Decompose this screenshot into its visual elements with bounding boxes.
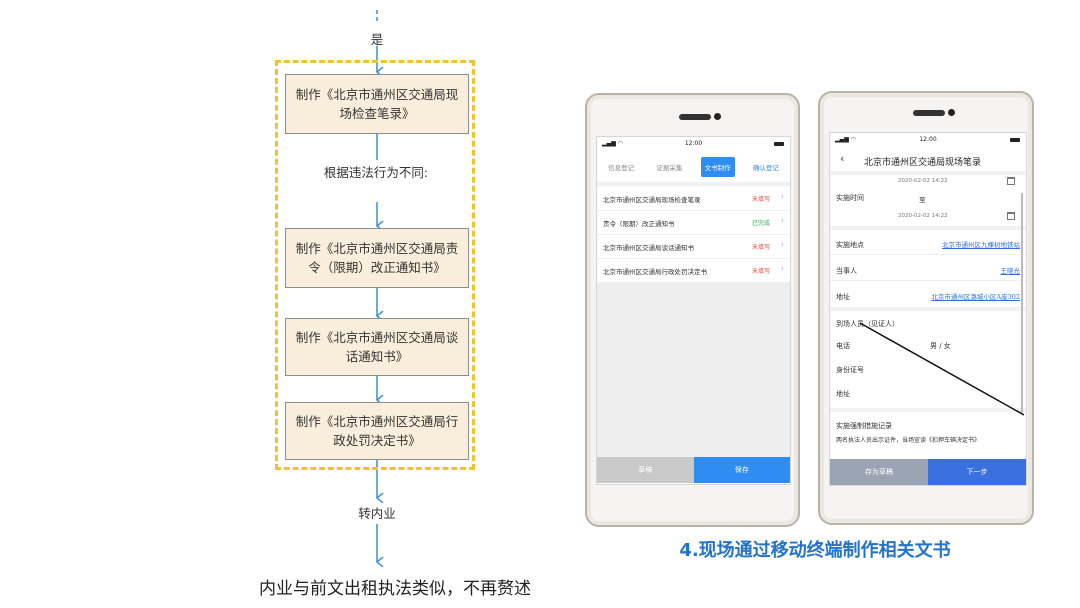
branch-label: 根据违法行为不同: [323, 165, 429, 180]
status-time: 12:00 [919, 136, 937, 143]
document-title: 责令（限期）改正通知书 [603, 220, 675, 228]
battery-icon [774, 142, 784, 146]
document-status: 未填写 [751, 268, 770, 275]
time-start: 2020-02-02 14:22 [898, 178, 948, 184]
time-to: 至 [919, 196, 926, 204]
tab-confirm[interactable]: 确认登记 [752, 164, 779, 172]
location-label: 实施地点 [836, 241, 864, 249]
step-correction-notice: 制作《北京市通州区交通局责令（限期）改正通知书》 [285, 228, 469, 288]
scrollbar[interactable] [1021, 193, 1023, 413]
yes-label: 是 [370, 32, 384, 47]
speaker-icon [913, 110, 945, 116]
address-value[interactable]: 北京市通州区潞城小区A座302 [931, 293, 1020, 301]
gender-value[interactable]: 男 / 女 [930, 342, 951, 350]
save-button[interactable]: 保存 [693, 457, 790, 483]
dashed-group-frame [275, 60, 475, 470]
status-bar: ▂▄▆ ◠ 12:00 [597, 137, 790, 151]
document-status: 已完成 [751, 220, 770, 227]
tab-evidence[interactable]: 证据采集 [656, 164, 683, 172]
draft-button[interactable]: 草稿 [597, 457, 694, 483]
phone-right: ▂▄▆ ◠ 12:00 ‹ 北京市通州区交通局现场笔录 2020-02-02 1… [818, 91, 1034, 525]
step-penalty-decision: 制作《北京市通州区交通局行政处罚决定书》 [285, 402, 469, 460]
document-title: 北京市通州区交通局现场检查笔录 [603, 196, 701, 204]
chevron-right-icon: › [780, 216, 784, 225]
time-label: 实施时间 [836, 194, 864, 202]
tab-document[interactable]: 文书制作 [700, 157, 735, 177]
calendar-icon[interactable] [1007, 212, 1015, 220]
document-title: 北京市通州区交通局行政处罚决定书 [603, 268, 707, 276]
signal-wifi-icon: ▂▄▆ ◠ [602, 140, 623, 147]
party-label: 当事人 [836, 267, 857, 275]
document-title: 北京市通州区交通局谈话通知书 [603, 244, 694, 252]
chevron-right-icon: › [780, 192, 784, 201]
document-status: 未填写 [751, 244, 770, 251]
location-value[interactable]: 北京市通州区九棵树地铁站 [942, 241, 1020, 249]
id-label: 身份证号 [836, 366, 864, 374]
status-bar: ▂▄▆ ◠ 12:00 [830, 133, 1026, 147]
document-status: 未填写 [751, 196, 770, 203]
transfer-label: 转内业 [358, 506, 396, 521]
back-icon[interactable]: ‹ [840, 152, 845, 165]
party-value[interactable]: 王晓光 [1000, 267, 1021, 275]
step-interview-notice: 制作《北京市通州区交通局谈话通知书》 [285, 318, 469, 376]
tab-info-register[interactable]: 信息登记 [608, 164, 635, 172]
time-end: 2020-02-02 14:22 [898, 213, 948, 219]
chevron-right-icon: › [780, 264, 784, 273]
step-inspection-record: 制作《北京市通州区交通局现场检查笔录》 [285, 74, 469, 134]
speaker-icon [679, 114, 711, 120]
phone-left: ▂▄▆ ◠ 12:00 信息登记 证据采集 文书制作 确认登记 北京市通州区交通… [585, 93, 800, 527]
phone-label: 电话 [836, 342, 850, 350]
chevron-right-icon: › [780, 240, 784, 249]
tab-bar: 信息登记 证据采集 文书制作 确认登记 [597, 154, 790, 180]
address-label: 地址 [836, 293, 850, 301]
document-row[interactable]: 北京市通州区交通局谈话通知书 未填写 › [597, 234, 790, 259]
diagonal-line [859, 322, 1025, 416]
document-row[interactable]: 北京市通州区交通局行政处罚决定书 未填写 › [597, 258, 790, 283]
camera-icon [714, 113, 721, 120]
phone-left-screen: ▂▄▆ ◠ 12:00 信息登记 证据采集 文书制作 确认登记 北京市通州区交通… [596, 136, 791, 485]
flow-arrows [0, 10, 560, 608]
measure-text: 两名执法人员出示证件，当场宣读《扣押车辆决定书》 [836, 437, 981, 444]
document-row[interactable]: 责令（限期）改正通知书 已完成 › [597, 210, 790, 235]
page-title: 北京市通州区交通局现场笔录 [864, 158, 982, 168]
status-time: 12:00 [684, 140, 703, 147]
save-draft-button[interactable]: 存为草稿 [830, 459, 928, 485]
measure-label: 实施强制措施记录 [836, 422, 892, 430]
signal-wifi-icon: ▂▄▆ ◠ [835, 136, 856, 143]
phone-right-screen: ▂▄▆ ◠ 12:00 ‹ 北京市通州区交通局现场笔录 2020-02-02 1… [829, 132, 1027, 486]
bottom-note: 内业与前文出租执法类似，不再赘述 [259, 579, 531, 599]
next-step-button[interactable]: 下一步 [928, 459, 1026, 485]
battery-icon [1010, 138, 1020, 142]
witness-label: 到场人员（见证人） [836, 320, 899, 328]
document-row[interactable]: 北京市通州区交通局现场检查笔录 未填写 › [597, 186, 790, 211]
witness-address-label: 地址 [836, 390, 850, 398]
caption: 4.现场通过移动终端制作相关文书 [679, 540, 951, 561]
calendar-icon[interactable] [1007, 177, 1015, 185]
camera-icon [948, 109, 955, 116]
